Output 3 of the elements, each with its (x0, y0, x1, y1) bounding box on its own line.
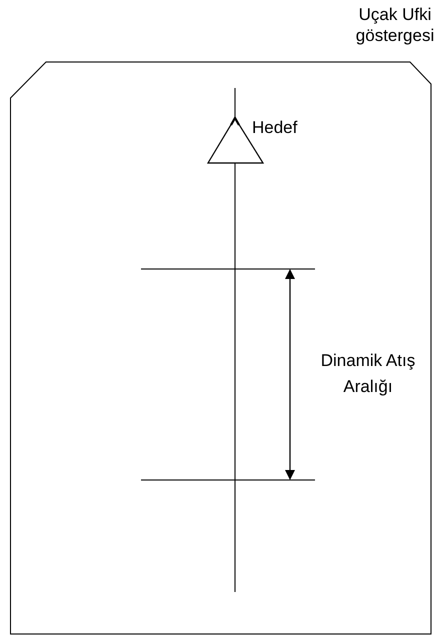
target-label: Hedef (252, 117, 298, 138)
range-label: Dinamik Atış Aralığı (320, 350, 416, 398)
indicator-title: Uçak Ufki göstergesi (354, 4, 436, 46)
